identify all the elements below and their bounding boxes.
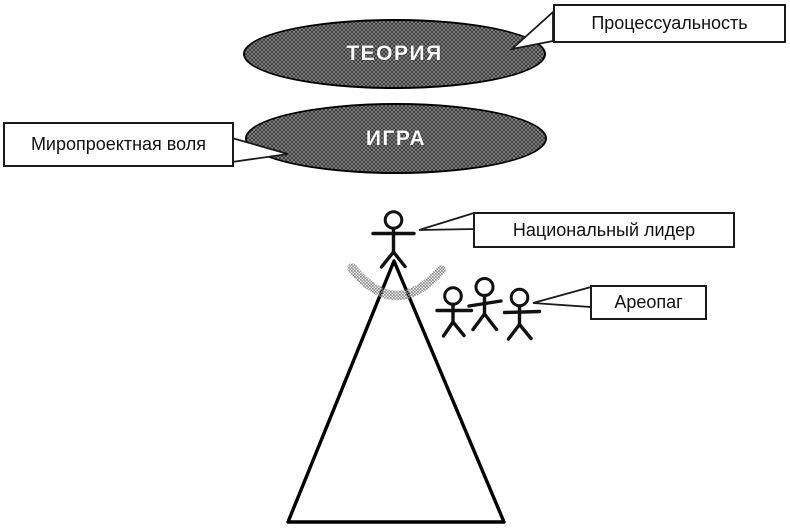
callout-national-leader: Национальный лидер	[473, 212, 735, 248]
game-ellipse: ИГРА	[245, 103, 547, 174]
gray-arc-shape	[347, 263, 446, 301]
callout-processuality-label: Процессуальность	[591, 13, 748, 33]
callout-national-leader-label: Национальный лидер	[512, 219, 696, 240]
theory-ellipse: ТЕОРИЯ	[243, 19, 546, 89]
leader-stick-figure-icon	[371, 210, 416, 269]
areopag-stick-figures-icon	[435, 277, 542, 341]
theory-ellipse-label: ТЕОРИЯ	[346, 42, 443, 65]
callout-world-project-will-label: Миропроектная воля	[30, 134, 207, 154]
national-leader-callout-tail	[418, 211, 475, 231]
callout-processuality: Процессуальность	[553, 4, 786, 43]
callout-areopag-label: Ареопаг	[614, 292, 683, 312]
callout-world-project-will: Миропроектная воля	[3, 122, 234, 167]
pyramid-triangle-shape	[286, 259, 506, 524]
callout-areopag: Ареопаг	[590, 285, 707, 320]
areopag-callout-tail	[532, 285, 592, 308]
game-ellipse-label: ИГРА	[365, 126, 427, 150]
